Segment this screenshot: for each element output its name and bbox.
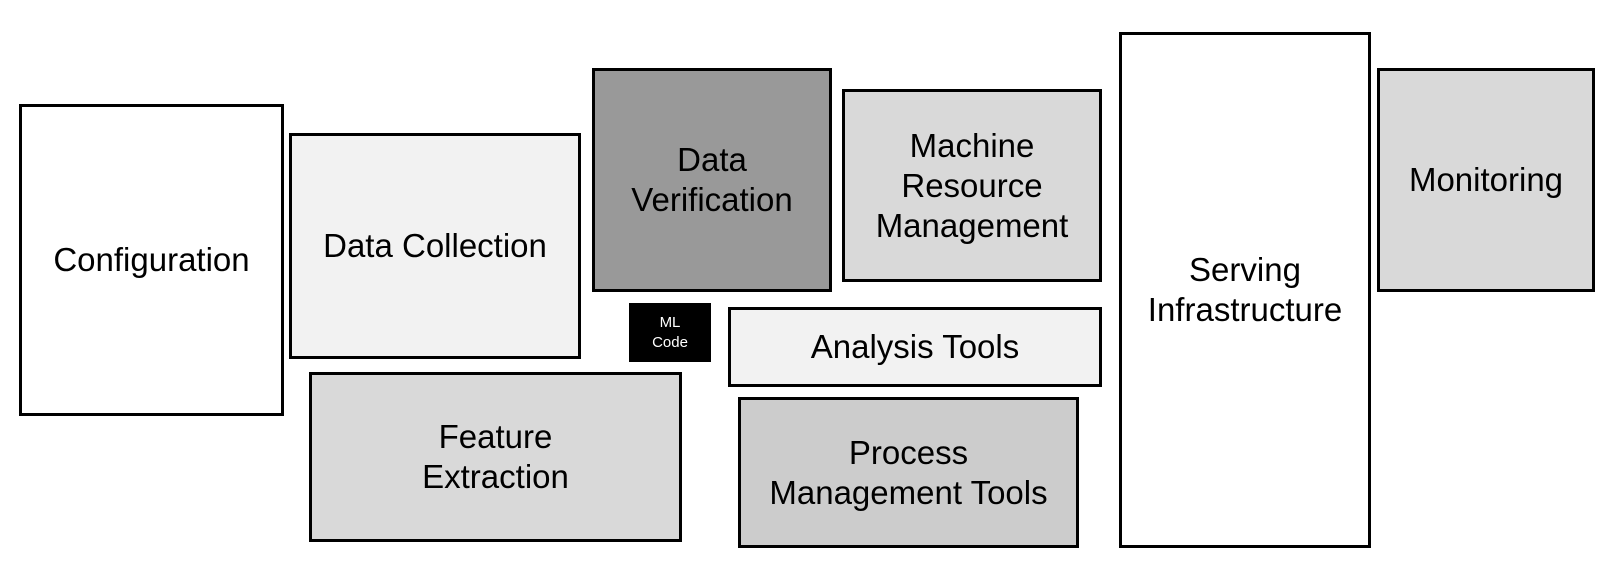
data-verification-label: Data Verification: [631, 141, 793, 218]
process-management-tools-label: Process Management Tools: [769, 433, 1048, 511]
serving-infrastructure-label: Serving Infrastructure: [1147, 251, 1343, 328]
data-verification-box: Data Verification: [592, 68, 832, 292]
machine-resource-management-label: Machine Resource Management: [875, 126, 1069, 244]
configuration-label: Configuration: [53, 241, 250, 278]
feature-extraction-box: Feature Extraction: [309, 372, 682, 542]
configuration-box: Configuration: [19, 104, 284, 416]
ml-code-box: ML Code: [629, 303, 711, 362]
monitoring-box: Monitoring: [1377, 68, 1595, 292]
ml-code-label: ML Code: [652, 313, 688, 351]
process-management-tools-box: Process Management Tools: [738, 397, 1079, 548]
feature-extraction-label: Feature Extraction: [422, 418, 569, 495]
machine-resource-management-box: Machine Resource Management: [842, 89, 1102, 282]
data-collection-box: Data Collection: [289, 133, 581, 359]
analysis-tools-box: Analysis Tools: [728, 307, 1102, 387]
data-collection-label: Data Collection: [323, 227, 547, 264]
serving-infrastructure-box: Serving Infrastructure: [1119, 32, 1371, 548]
analysis-tools-label: Analysis Tools: [810, 328, 1020, 365]
monitoring-label: Monitoring: [1408, 161, 1564, 198]
